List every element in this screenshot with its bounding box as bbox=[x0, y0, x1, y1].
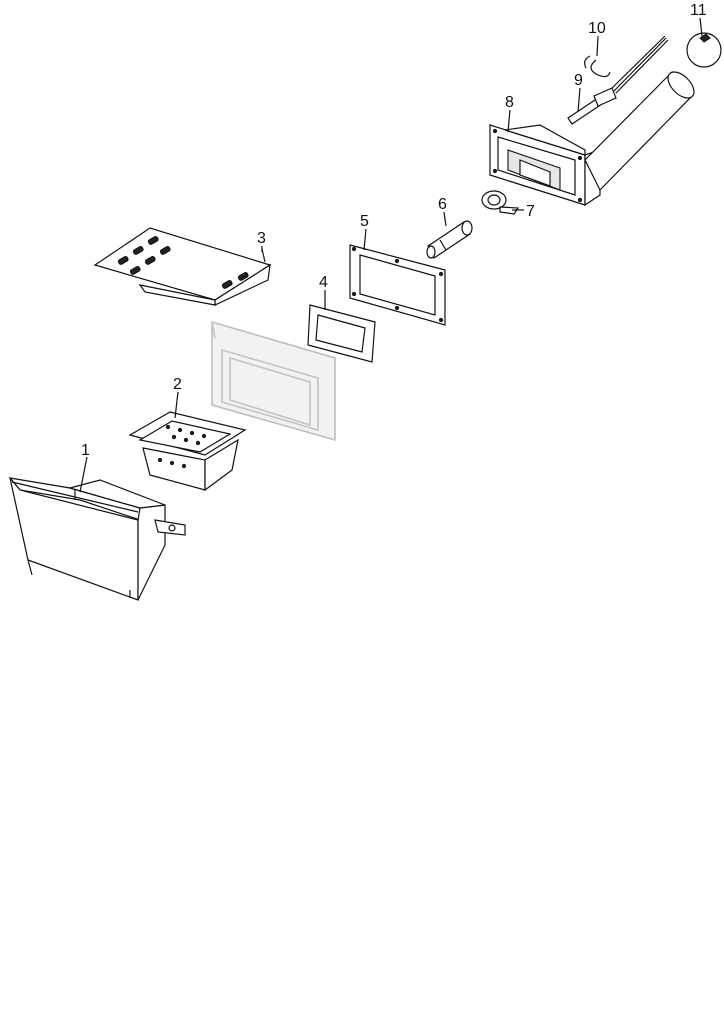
callout-1: 1 bbox=[79, 442, 90, 493]
callout-7: 7 bbox=[512, 203, 535, 220]
part-large-gasket[interactable] bbox=[349, 244, 446, 326]
callout-number-9: 9 bbox=[574, 72, 583, 89]
callout-number-3: 3 bbox=[257, 230, 266, 247]
callout-number-7: 7 bbox=[526, 203, 535, 220]
callout-number-1: 1 bbox=[81, 442, 90, 459]
callout-2: 2 bbox=[173, 376, 182, 419]
callout-6: 6 bbox=[438, 196, 447, 227]
part-retaining-clip[interactable] bbox=[584, 55, 611, 78]
callout-number-10: 10 bbox=[588, 20, 606, 37]
callout-number-2: 2 bbox=[173, 376, 182, 393]
callout-4: 4 bbox=[319, 274, 328, 310]
callout-8: 8 bbox=[505, 94, 514, 133]
part-small-gasket[interactable] bbox=[307, 304, 376, 363]
part-igniter-cartridge[interactable] bbox=[426, 220, 473, 259]
part-ash-deflector[interactable] bbox=[93, 227, 272, 306]
part-burner-housing[interactable] bbox=[489, 67, 699, 207]
callout-number-11: 11 bbox=[690, 2, 707, 19]
callout-number-4: 4 bbox=[319, 274, 328, 291]
callout-10: 10 bbox=[588, 20, 606, 57]
part-burn-pot[interactable] bbox=[128, 411, 247, 492]
part-end-cap[interactable] bbox=[686, 32, 722, 68]
callout-9: 9 bbox=[574, 72, 583, 113]
callout-number-5: 5 bbox=[360, 213, 369, 230]
callout-number-8: 8 bbox=[505, 94, 514, 111]
callout-11: 11 bbox=[690, 2, 707, 37]
ghost-frame-outline bbox=[211, 320, 336, 442]
callout-3: 3 bbox=[257, 230, 266, 252]
callouts: 1 2 3 4 5 6 7 8 bbox=[79, 2, 707, 493]
part-clamp-ring[interactable] bbox=[481, 190, 520, 215]
callout-5: 5 bbox=[360, 213, 369, 251]
part-firebox[interactable] bbox=[8, 477, 186, 601]
part-igniter-rod[interactable] bbox=[567, 35, 669, 125]
callout-number-6: 6 bbox=[438, 196, 447, 213]
